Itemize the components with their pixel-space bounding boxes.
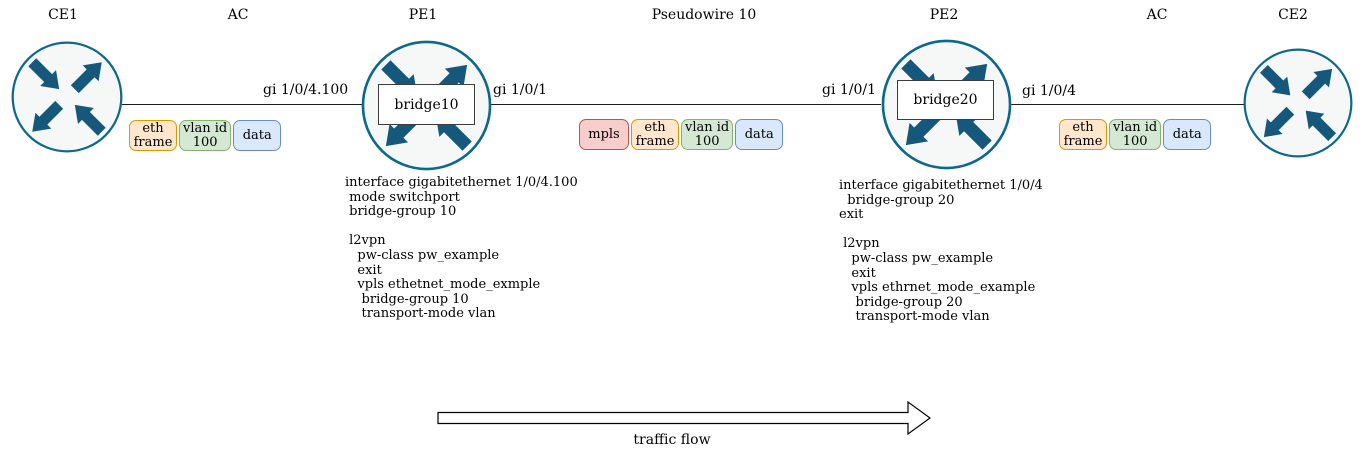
node-label-ac-left: AC [227, 7, 249, 23]
frame-box: vlan id 100 [681, 119, 734, 150]
link-ce1-pe1 [122, 104, 362, 105]
node-label-pe2: PE2 [929, 7, 959, 23]
traffic-flow-label: traffic flow [633, 432, 711, 448]
link-pe2-ce2 [1011, 104, 1244, 105]
ce2-router-icon [1243, 48, 1353, 158]
ce1-router-icon [11, 41, 123, 153]
frame-box: vlan id 100 [1109, 119, 1162, 150]
frame-box: mpls [579, 119, 629, 150]
node-label-ce2: CE2 [1278, 7, 1308, 23]
frame-box: data [1163, 119, 1212, 150]
frame-stack-pseudowire: mpls eth frame vlan id 100 data [579, 119, 784, 150]
node-label-ce1: CE1 [48, 7, 78, 23]
interface-label-gi101-right: gi 1/0/1 [822, 82, 877, 98]
bridge10-box: bridge10 [378, 84, 475, 125]
node-label-pe1: PE1 [408, 7, 438, 23]
frame-box: eth frame [129, 120, 177, 151]
frame-box: eth frame [631, 119, 679, 150]
link-pe1-pe2-pseudowire [490, 104, 881, 105]
frame-box: vlan id 100 [179, 120, 232, 151]
frame-box: data [735, 119, 784, 150]
bridge20-box: bridge20 [897, 80, 994, 120]
node-label-ac-right: AC [1146, 7, 1168, 23]
pe1-config-text: interface gigabitethernet 1/0/4.100 mode… [345, 175, 578, 322]
frame-stack-ac-right: eth frame vlan id 100 data [1059, 119, 1212, 150]
frame-box: data [233, 120, 282, 151]
frame-stack-ac-left: eth frame vlan id 100 data [129, 120, 282, 151]
interface-label-gi104: gi 1/0/4 [1022, 83, 1077, 99]
pe2-config-text: interface gigabitethernet 1/0/4 bridge-g… [839, 178, 1043, 325]
node-label-pseudowire: Pseudowire 10 [651, 7, 757, 23]
interface-label-gi101-left: gi 1/0/1 [493, 82, 548, 98]
interface-label-gi104100: gi 1/0/4.100 [263, 82, 349, 98]
frame-box: eth frame [1059, 119, 1107, 150]
